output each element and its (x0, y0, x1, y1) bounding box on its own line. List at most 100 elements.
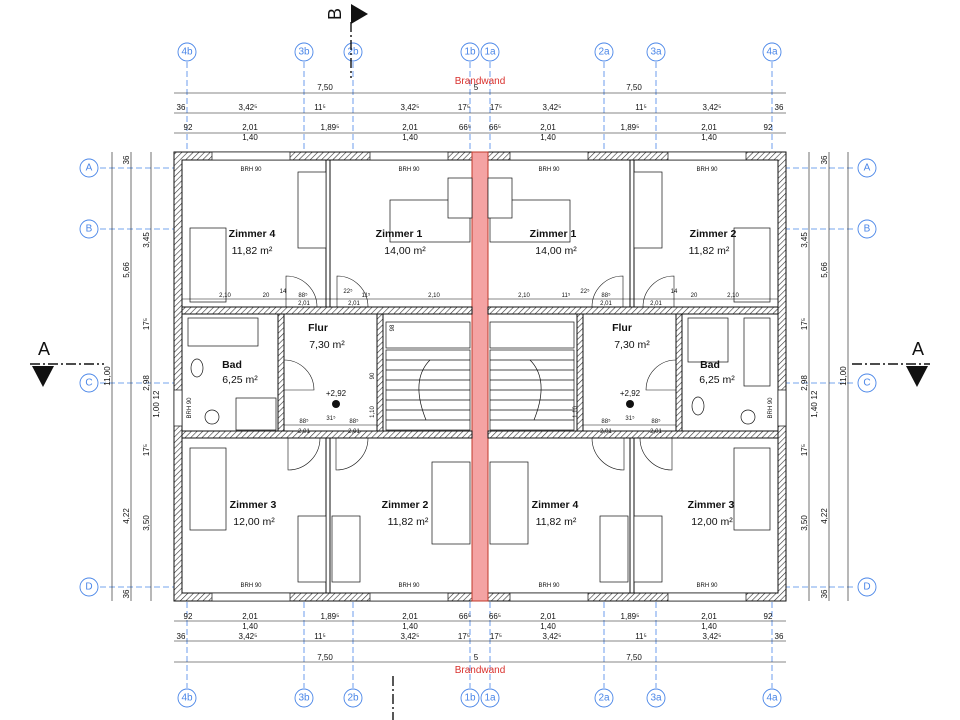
svg-text:36: 36 (177, 103, 186, 112)
axis-1a-top: 1a (484, 47, 496, 58)
room-zimmer3-left-name: Zimmer 3 (230, 499, 277, 511)
axis-4b-bottom: 4b (181, 693, 193, 704)
svg-text:BRH 90: BRH 90 (187, 397, 193, 419)
svg-text:BRH 90: BRH 90 (538, 167, 560, 173)
svg-text:12: 12 (810, 390, 819, 399)
axis-1a-bottom: 1a (484, 693, 496, 704)
svg-text:17⁵: 17⁵ (800, 318, 809, 330)
svg-text:2,01: 2,01 (242, 612, 258, 621)
svg-text:90: 90 (370, 372, 376, 379)
svg-text:2,01: 2,01 (348, 429, 360, 435)
axis-B-right: B (864, 224, 871, 235)
svg-text:2,01: 2,01 (298, 301, 310, 307)
bed-zimmer3-right (733, 447, 771, 531)
svg-text:11,00: 11,00 (103, 366, 112, 386)
svg-text:2,10: 2,10 (518, 293, 530, 299)
svg-text:BRH 90: BRH 90 (538, 583, 560, 589)
svg-text:1,89⁵: 1,89⁵ (321, 612, 340, 621)
svg-text:2,01: 2,01 (242, 123, 258, 132)
axis-3b-bottom: 3b (298, 693, 310, 704)
svg-text:2,10: 2,10 (219, 293, 231, 299)
svg-text:17⁵: 17⁵ (458, 632, 470, 641)
axis-2a-bottom: 2a (598, 693, 610, 704)
room-zimmer4-right-name: Zimmer 4 (532, 499, 579, 511)
svg-text:4,22: 4,22 (820, 508, 829, 524)
room-bad-right-area: 6,25 m² (699, 374, 735, 386)
svg-text:3,50: 3,50 (800, 515, 809, 531)
axis-D-right: D (863, 582, 870, 593)
svg-text:2,01: 2,01 (348, 301, 360, 307)
room-bad-right-name: Bad (700, 359, 720, 371)
axis-B-left: B (86, 224, 93, 235)
svg-text:14: 14 (671, 289, 678, 295)
svg-text:66⁵: 66⁵ (459, 123, 471, 132)
svg-text:2,01: 2,01 (600, 429, 612, 435)
svg-text:36: 36 (775, 103, 784, 112)
svg-text:7,50: 7,50 (626, 83, 642, 92)
svg-text:2,98: 2,98 (142, 375, 151, 391)
svg-text:3,42⁵: 3,42⁵ (239, 103, 258, 112)
svg-text:2,10: 2,10 (428, 293, 440, 299)
svg-text:3,42⁵: 3,42⁵ (543, 103, 562, 112)
svg-text:1,89⁵: 1,89⁵ (621, 123, 640, 132)
furniture (187, 171, 771, 583)
svg-text:BRH 90: BRH 90 (240, 167, 262, 173)
room-zimmer1-right-area: 14,00 m² (535, 245, 577, 257)
svg-text:3,42⁵: 3,42⁵ (703, 632, 722, 641)
bathtub-right (743, 317, 771, 387)
axis-1b-top: 1b (464, 47, 476, 58)
dimension-chain-top: 7,50 5 7,50 36 3,42⁵ 11⁵ 3,42⁵ 17⁵ 17⁵ 3… (174, 83, 786, 142)
svg-text:2,01: 2,01 (402, 123, 418, 132)
svg-text:1,40: 1,40 (540, 133, 556, 142)
svg-text:5: 5 (474, 83, 479, 92)
dimension-chain-bottom: 92 2,01 1,89⁵ 2,01 66⁵ 66⁵ 2,01 1,89⁵ 2,… (174, 612, 786, 663)
svg-text:5: 5 (474, 653, 479, 662)
room-flur-left-name: Flur (308, 322, 328, 334)
svg-text:2,01: 2,01 (402, 612, 418, 621)
svg-text:20: 20 (263, 293, 270, 299)
svg-text:17⁵: 17⁵ (490, 632, 502, 641)
svg-text:92: 92 (184, 123, 193, 132)
svg-text:17⁵: 17⁵ (800, 444, 809, 456)
svg-text:11,00: 11,00 (839, 366, 848, 386)
svg-text:88⁵: 88⁵ (299, 418, 309, 425)
svg-text:22⁵: 22⁵ (580, 288, 590, 295)
dimension-chain-left: 11,00 36 5,66 4,22 36 3,45 17⁵ 2,98 17⁵ … (103, 152, 161, 601)
bed-zimmer3-left (189, 447, 227, 531)
svg-text:11⁵: 11⁵ (314, 103, 326, 112)
bed-zimmer2-left (431, 461, 471, 545)
firewall (471, 151, 489, 602)
axis-C-right: C (863, 378, 870, 389)
svg-text:11⁵: 11⁵ (635, 632, 647, 641)
toilet-left (204, 409, 220, 425)
building-walls (173, 151, 787, 602)
svg-text:2,01: 2,01 (701, 612, 717, 621)
svg-text:1,40: 1,40 (540, 622, 556, 631)
room-bad-left-name: Bad (222, 359, 242, 371)
bed-zimmer1-right (489, 199, 571, 243)
svg-text:17⁵: 17⁵ (142, 318, 151, 330)
bathtub-left (187, 317, 259, 347)
bed-zimmer2-right (733, 227, 771, 303)
svg-text:1,40: 1,40 (242, 133, 258, 142)
staircase (385, 349, 575, 431)
svg-text:7,50: 7,50 (317, 653, 333, 662)
svg-text:17⁵: 17⁵ (458, 103, 470, 112)
svg-text:36: 36 (775, 632, 784, 641)
svg-text:17⁵: 17⁵ (142, 444, 151, 456)
axis-2b-bottom: 2b (347, 693, 359, 704)
room-zimmer1-left-area: 14,00 m² (384, 245, 426, 257)
svg-text:1,40: 1,40 (242, 622, 258, 631)
axis-D-left: D (85, 582, 92, 593)
svg-text:3,42⁵: 3,42⁵ (401, 103, 420, 112)
axis-4a-bottom: 4a (766, 693, 778, 704)
brandwand-label-bottom: Brandwand (455, 665, 506, 676)
svg-text:4,22: 4,22 (122, 508, 131, 524)
svg-text:14: 14 (280, 289, 287, 295)
axis-2a-top: 2a (598, 47, 610, 58)
svg-text:66⁵: 66⁵ (489, 123, 501, 132)
axis-3a-bottom: 3a (650, 693, 662, 704)
room-zimmer1-left-name: Zimmer 1 (376, 228, 423, 240)
svg-text:17⁵: 17⁵ (490, 103, 502, 112)
